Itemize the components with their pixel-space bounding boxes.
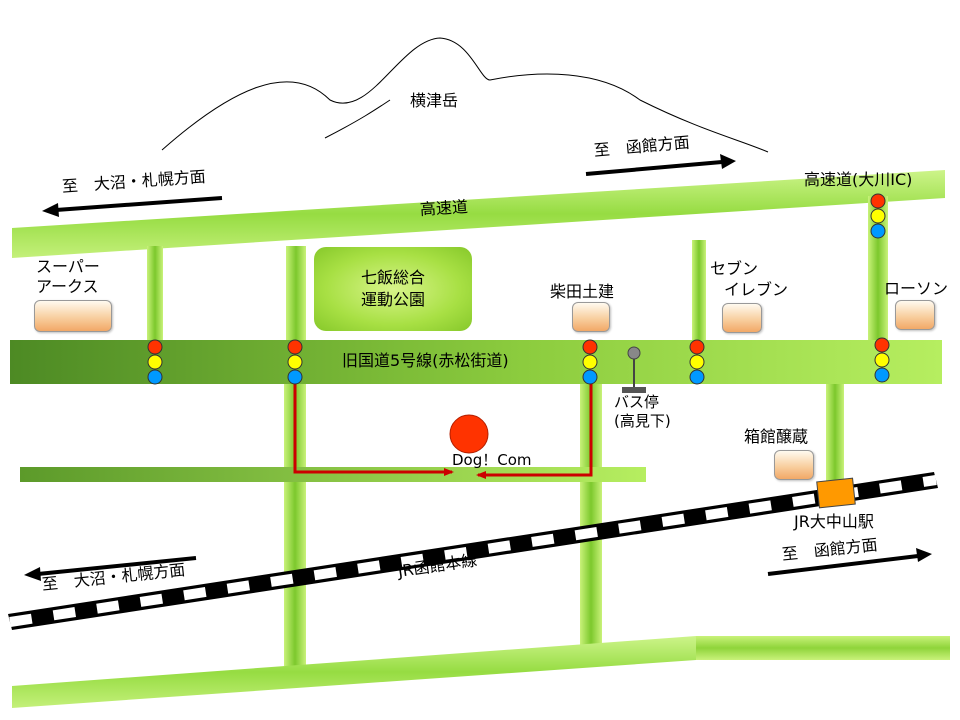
south-road-3 xyxy=(826,384,844,484)
bus-stop-label-line2: (高見下) xyxy=(614,412,671,430)
main-road-label: 旧国道5号線(赤松街道) xyxy=(342,351,509,370)
direction-arrow-icon xyxy=(767,548,932,576)
traffic-signal-icon xyxy=(874,337,890,383)
connector-road-1 xyxy=(147,246,163,342)
direction-arrow-icon xyxy=(42,196,223,217)
mountain-ridge xyxy=(324,99,391,139)
traffic-signal-icon xyxy=(582,339,598,385)
traffic-signal-icon xyxy=(147,339,163,385)
landmark-box-shibata xyxy=(572,302,610,332)
direction-arrow-icon xyxy=(24,556,197,581)
landmark-label-seven-2: イレブン xyxy=(724,280,789,299)
landmark-box-seven xyxy=(722,303,762,333)
station-marker-icon xyxy=(816,477,856,509)
station-label: JR大中山駅 xyxy=(794,512,874,531)
bottom-road xyxy=(12,636,696,708)
park-label-line1: 七飯総合 xyxy=(360,268,425,287)
park-label-line2: 運動公園 xyxy=(360,290,425,309)
side-street xyxy=(20,467,646,482)
highway-road xyxy=(12,170,945,258)
landmark-box-hakodate-jozo xyxy=(774,450,814,480)
traffic-signal-icon xyxy=(689,339,705,385)
landmark-label-arcs-2: アークス xyxy=(36,277,99,296)
landmark-label-arcs-1: スーパー xyxy=(36,257,100,276)
mountain-outline xyxy=(161,37,769,153)
south-road-2 xyxy=(580,384,602,646)
landmark-box-arcs xyxy=(34,300,112,332)
mountain-label: 横津岳 xyxy=(410,91,459,110)
park-block xyxy=(314,247,472,331)
landmark-label-hakodate-jozo: 箱館醸蔵 xyxy=(744,427,809,446)
south-road-1 xyxy=(284,384,306,666)
direction-arrow-icon xyxy=(585,154,736,176)
highway-ic-label: 高速道(大川IC) xyxy=(804,170,913,189)
landmark-label-seven-1: セブン xyxy=(710,259,759,278)
main-road xyxy=(10,340,942,384)
route-line-east xyxy=(476,384,593,479)
railway-track xyxy=(8,472,938,630)
route-line-west xyxy=(293,384,454,476)
connector-road-2 xyxy=(286,246,306,342)
highway-label: 高速道 xyxy=(419,197,469,219)
traffic-signal-icon xyxy=(287,339,303,385)
landmark-box-lawson xyxy=(895,300,935,330)
connector-road-3 xyxy=(692,240,706,342)
landmark-label-lawson: ローソン xyxy=(884,279,949,298)
landmark-label-shibata: 柴田土建 xyxy=(550,282,615,301)
destination-marker-icon xyxy=(449,414,489,454)
bus-stop-label-line1: バス停 xyxy=(614,393,660,411)
bottom-road-east xyxy=(696,636,950,660)
traffic-signal-icon xyxy=(870,193,886,239)
destination-label: Dog！Com xyxy=(452,451,532,469)
bus-stop-icon xyxy=(622,346,646,393)
